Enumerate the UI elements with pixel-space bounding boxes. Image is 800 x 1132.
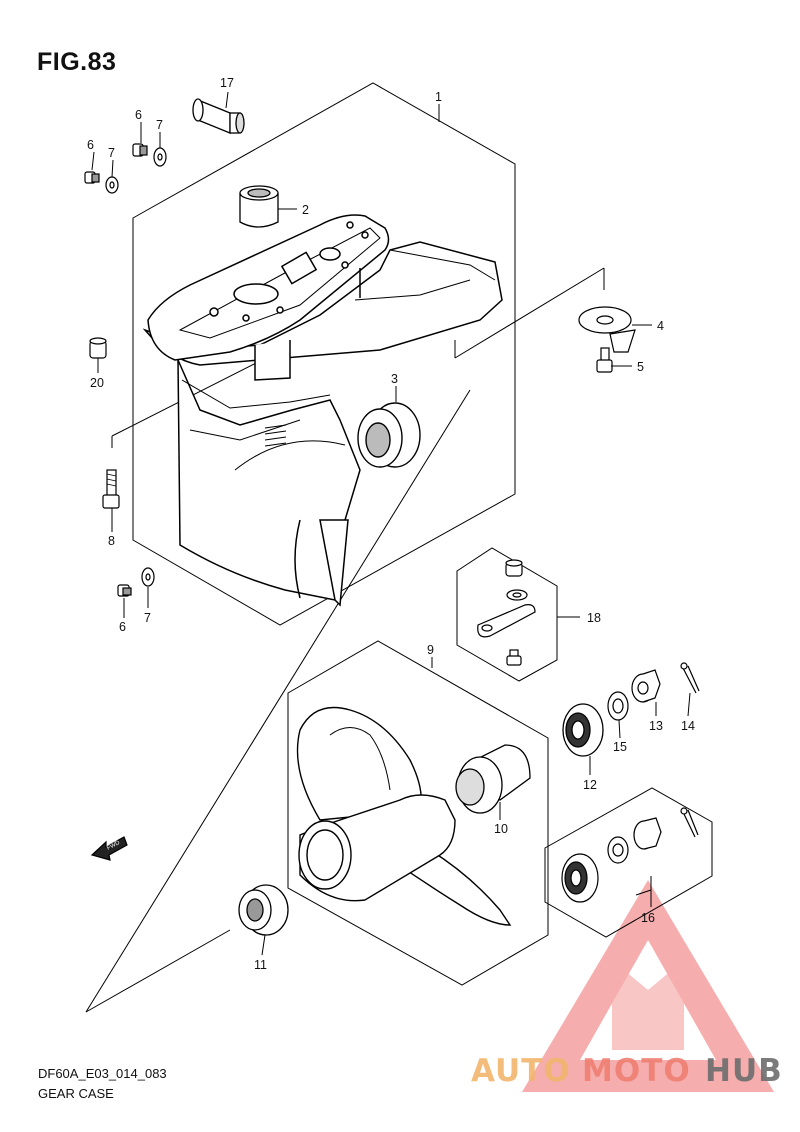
group-box-16 [544,787,713,938]
watermark-text: AUTO MOTO HUB [471,1053,783,1089]
part-18-plate [477,604,536,638]
part-15-washer [607,691,629,721]
part-16-kit [561,807,699,903]
part-18-nut [505,559,523,577]
label-part-7-a: 7 [108,146,115,160]
part-18-bolt [506,649,522,666]
label-part-1: 1 [435,90,442,104]
label-part-12: 12 [583,778,597,792]
watermark-moto: MOTO [582,1053,691,1089]
label-part-13: 13 [649,719,663,733]
label-part-20: 20 [90,376,104,390]
part-6-bolt-upper-b [132,143,148,157]
part-7-washer-lower [141,567,155,587]
leader-lines [91,91,691,956]
label-part-11: 11 [254,958,267,972]
part-7-washer-upper-b [153,147,167,167]
group-box-1 [132,82,516,626]
part-4-trim-tab [578,306,636,353]
figure-name: GEAR CASE [38,1086,114,1101]
gear-case-housing [142,214,503,607]
part-6-bolt-lower [117,584,132,597]
part-7-washer-upper-a [105,176,119,194]
part-9-propeller [296,706,512,926]
label-part-17: 17 [220,76,234,90]
part-20-plug [89,337,107,359]
fwd-arrow-icon: FWD [90,836,128,861]
part-17-bushing [192,98,245,134]
label-part-16: 16 [641,911,655,925]
label-part-6-c: 6 [119,620,126,634]
label-part-10: 10 [494,822,508,836]
label-part-2: 2 [302,203,309,217]
label-part-7-c: 7 [144,611,151,625]
part-6-bolt-upper-a [84,171,100,184]
part-13-castle-nut [631,669,661,703]
part-11-thrust-hub [238,884,289,936]
part-12-splined-washer [562,703,604,757]
part-3-oil-seal [357,402,421,468]
part-18-washer [506,589,528,601]
label-part-3: 3 [391,372,398,386]
figure-title: FIG.83 [37,48,117,76]
label-part-7-b: 7 [156,118,163,132]
part-8-stud-bolt [102,469,120,509]
watermark-auto: AUTO [471,1053,571,1089]
part-14-cotter-pin [680,662,700,694]
label-part-9: 9 [427,643,434,657]
label-part-8: 8 [108,534,115,548]
label-part-18: 18 [587,611,601,625]
label-part-6-b: 6 [135,108,142,122]
part-2-sleeve [239,185,279,228]
label-part-14: 14 [681,719,695,733]
label-part-5: 5 [637,360,644,374]
label-part-6-a: 6 [87,138,94,152]
part-10-spacer [455,744,531,814]
part-5-bolt [596,347,613,373]
label-part-4: 4 [657,319,664,333]
figure-code: DF60A_E03_014_083 [38,1066,167,1081]
label-part-15: 15 [613,740,627,754]
watermark-hub: HUB [705,1053,783,1089]
group-box-18 [456,547,558,682]
watermark-logo [522,880,774,1092]
part-number-labels: 1 2 3 4 5 6 6 6 7 7 7 8 9 10 11 12 13 14… [87,76,695,972]
group-box-9 [287,640,549,986]
